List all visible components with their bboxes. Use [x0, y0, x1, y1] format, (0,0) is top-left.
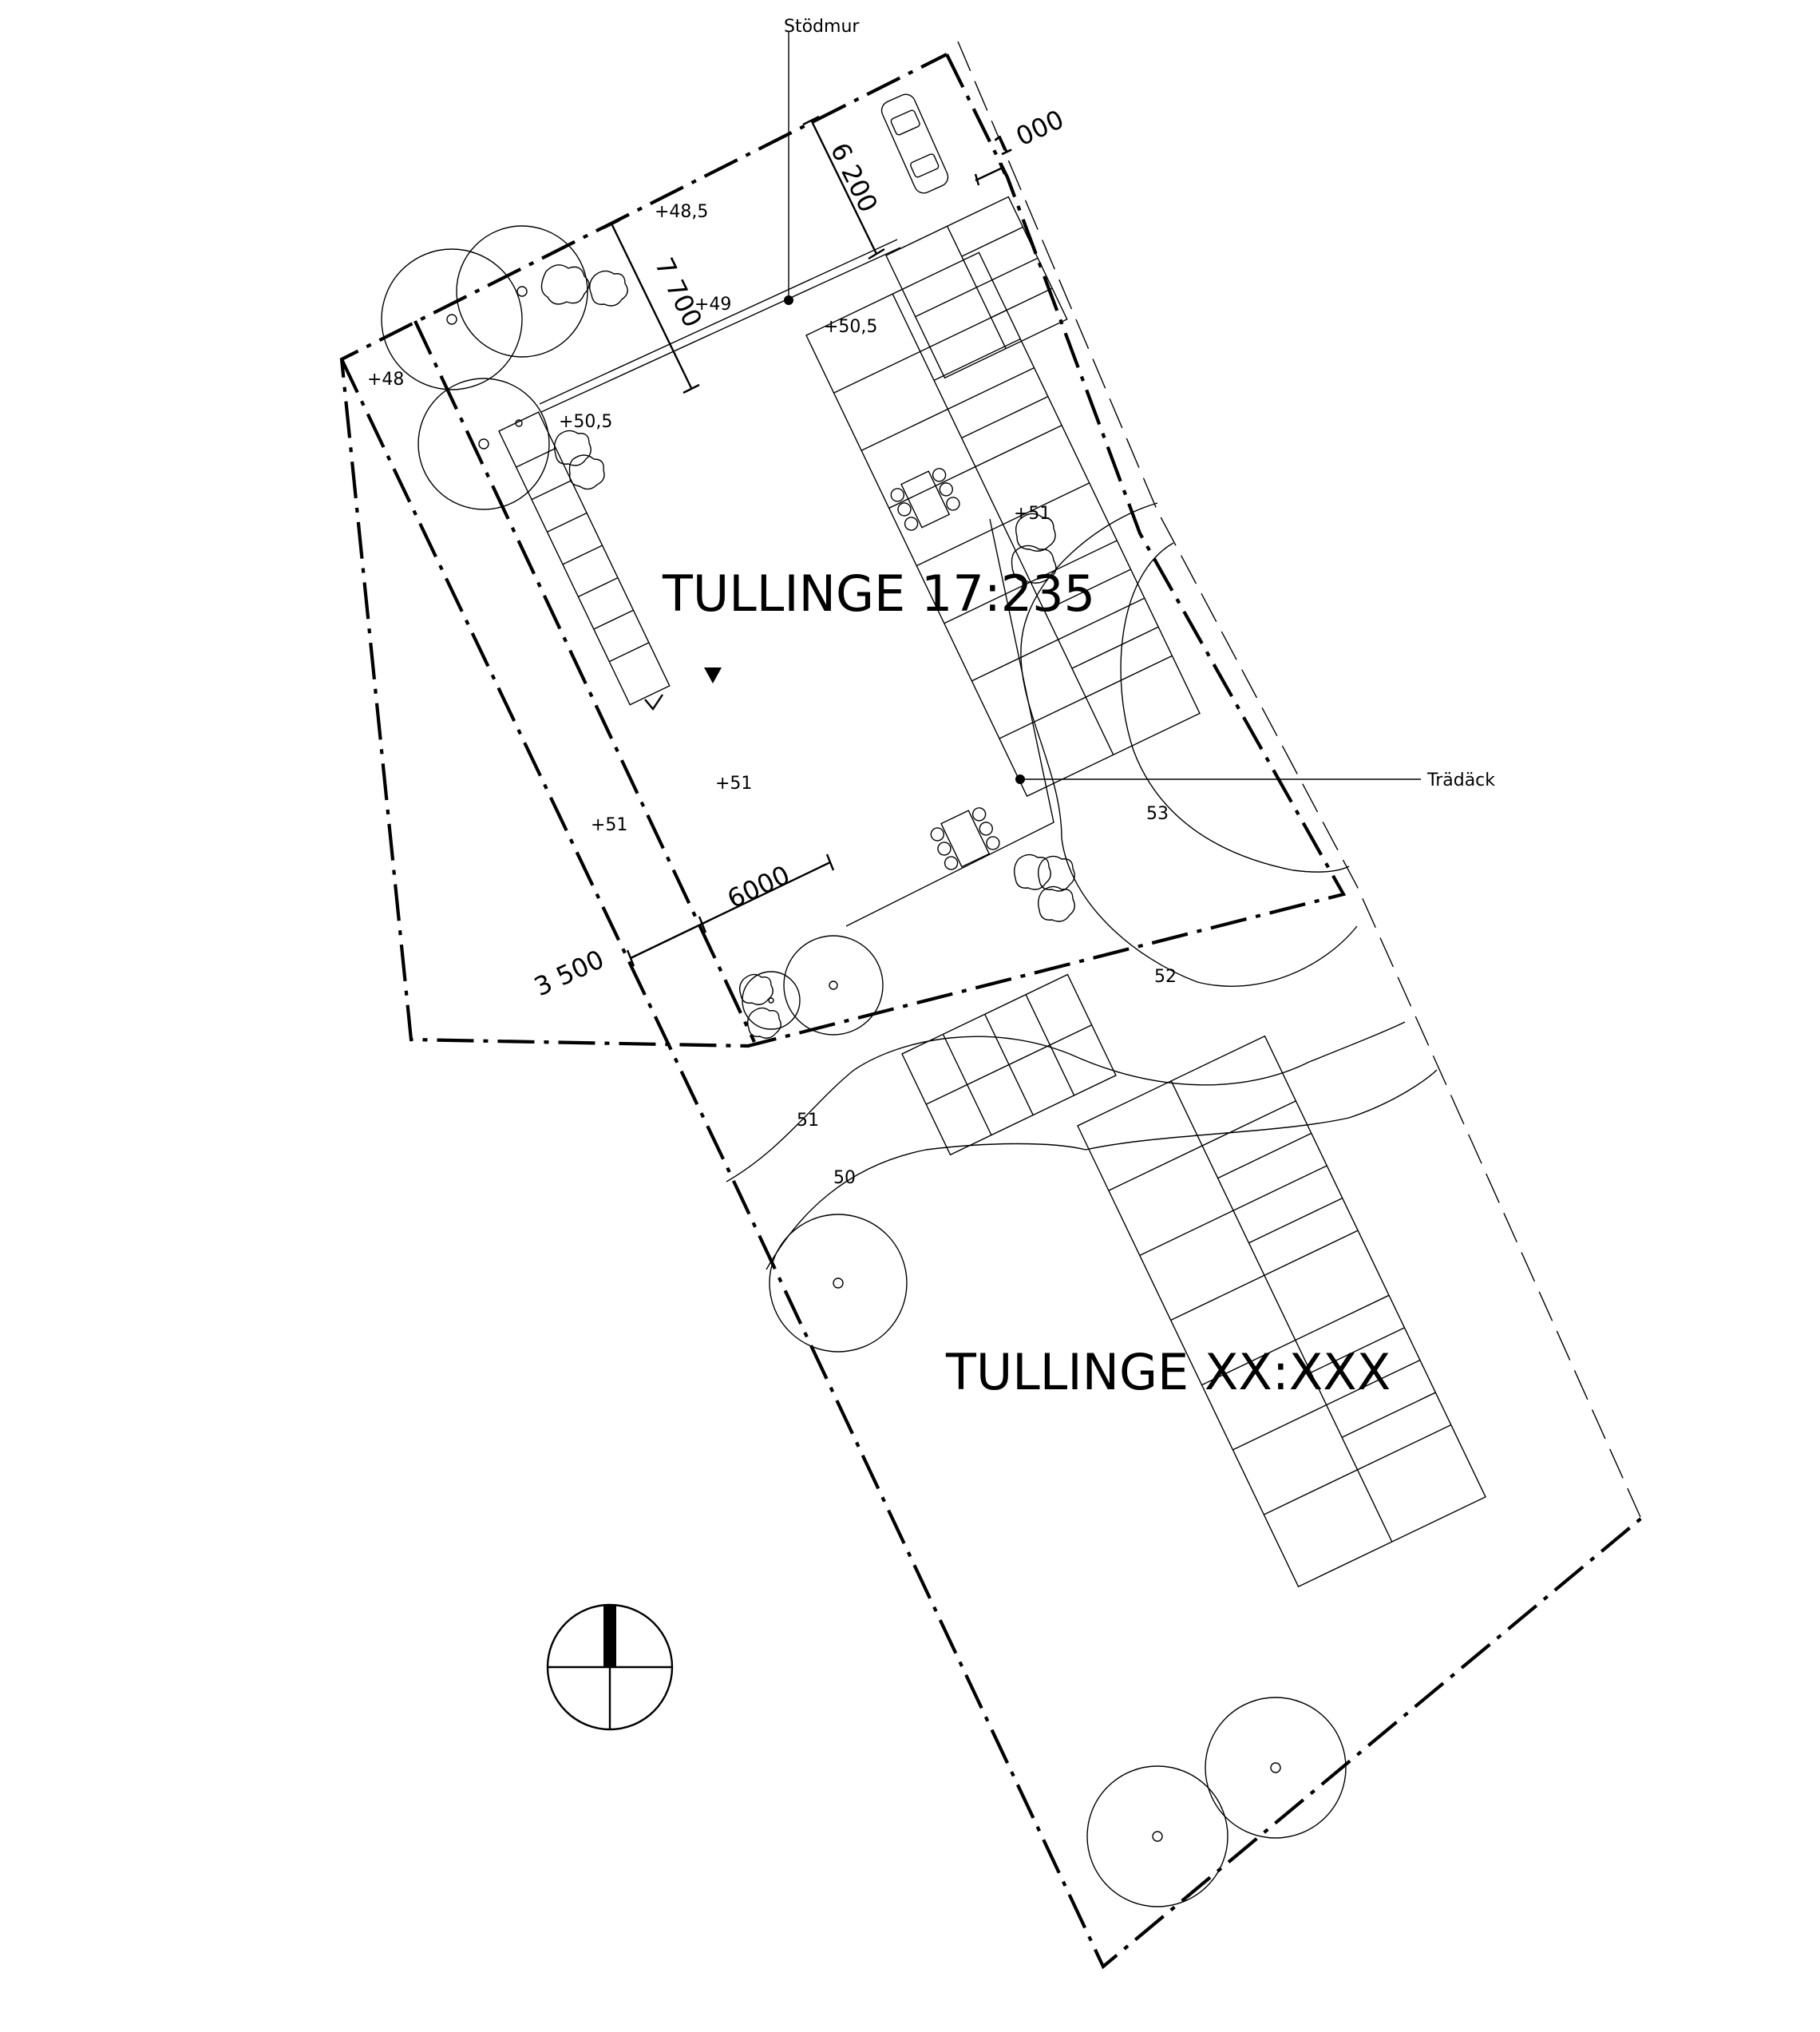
neighbour-house [1077, 1035, 1486, 1588]
property-boundary-17-235 [339, 53, 1347, 1048]
contour-53: 53 [1146, 804, 1169, 824]
contour-52: 52 [1154, 967, 1177, 987]
dimension-6200: 6 200 [825, 138, 884, 217]
dimension-6000: 6000 [722, 859, 794, 914]
property-boundary-lower [340, 358, 1644, 1970]
stair-direction-icon [644, 694, 663, 711]
callout-retaining-wall: Stödmur [784, 17, 860, 37]
level-48: +48 [367, 370, 404, 390]
level-50-5-upper: +50,5 [824, 317, 877, 337]
retaining-wall [539, 239, 901, 413]
plot-inner-line [413, 320, 756, 1043]
contour-lines [726, 502, 1438, 1270]
dimension-3500: 3 500 [529, 944, 608, 1002]
level-48-5: +48,5 [655, 202, 708, 222]
wooden-deck [845, 518, 1054, 927]
stairs [498, 411, 671, 706]
main-house [805, 252, 1201, 798]
dimension-lines [603, 115, 1006, 967]
property-label-main: TULLINGE 17:235 [662, 564, 1095, 623]
car-icon [880, 93, 949, 194]
shed [901, 973, 1117, 1156]
level-50-5-left: +50,5 [559, 412, 612, 432]
level-51-left: +51 [591, 815, 627, 835]
callout-leaders [784, 32, 1421, 784]
patio-furniture-deck [930, 807, 1000, 870]
level-49: +49 [694, 295, 731, 315]
shrubs [540, 264, 1075, 1039]
contour-51: 51 [797, 1111, 819, 1131]
entrance-arrow-icon [704, 667, 722, 683]
dimension-1000: 1 000 [989, 104, 1068, 162]
level-51-deck: +51 [1014, 504, 1050, 524]
callout-wooden-deck: Trädäck [1426, 770, 1495, 790]
trees [381, 225, 1347, 1907]
garage [885, 196, 1068, 379]
level-51-centre: +51 [715, 774, 752, 794]
plot-edge-dashed [957, 41, 1641, 1518]
north-arrow-icon [546, 1603, 674, 1731]
property-label-other: TULLINGE XX:XXX [945, 1343, 1391, 1401]
contour-50: 50 [833, 1168, 856, 1188]
patio-furniture-upper [890, 468, 960, 531]
